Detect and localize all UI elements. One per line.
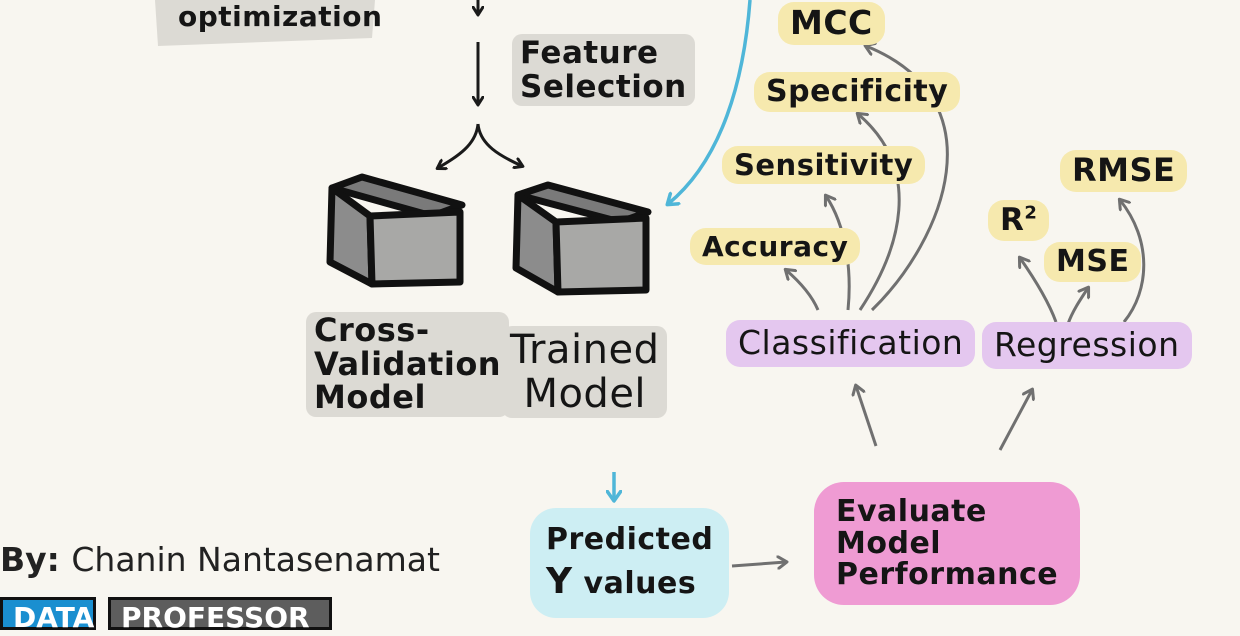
- blue-curved-arrow-icon: [668, 0, 752, 204]
- classification-label: Classification: [726, 320, 976, 367]
- author-name: Chanin Nantasenamat: [71, 540, 440, 579]
- to-r2-arrow-icon: [1020, 258, 1058, 323]
- predicted-to-evaluate-arrow-icon: [731, 562, 786, 566]
- to-specificity-arrow-icon: [858, 114, 901, 311]
- cv-model-label: Cross- Validation Model: [306, 312, 510, 417]
- split-arrow-left-icon: [438, 123, 480, 168]
- to-rmse-arrow-icon: [1120, 200, 1146, 323]
- rmse-label: RMSE: [1060, 150, 1188, 192]
- evaluate-to-regression-arrow-icon: [998, 390, 1032, 451]
- predicted-y-values-label: Predicted Y values: [530, 508, 730, 618]
- to-mse-arrow-icon: [1066, 288, 1088, 325]
- brand-data-badge: DATA: [0, 597, 96, 634]
- r2-label: R2: [988, 200, 1050, 241]
- regression-label: Regression: [982, 322, 1192, 369]
- trained-cube-icon: [512, 181, 652, 296]
- cv-cube-icon: [326, 173, 466, 288]
- specificity-label: Specificity: [754, 72, 961, 112]
- brand-professor-badge: PROFESSOR: [108, 597, 332, 634]
- optimization-highlight: [155, 0, 375, 46]
- evaluate-model-performance-label: Evaluate Model Performance: [814, 482, 1081, 605]
- trained-model-label: Trained Model: [502, 326, 668, 418]
- to-mcc-arrow-icon: [866, 46, 949, 312]
- optimization-label: optimization: [178, 0, 383, 33]
- y-symbol: Y: [546, 561, 573, 602]
- split-arrow-right-icon: [476, 123, 522, 166]
- evaluate-to-classification-arrow-icon: [856, 386, 878, 447]
- accuracy-label: Accuracy: [690, 228, 861, 266]
- sensitivity-label: Sensitivity: [722, 146, 926, 185]
- author-prefix: By:: [0, 540, 60, 579]
- author-credit: By: Chanin Nantasenamat: [0, 540, 440, 579]
- mse-label: MSE: [1044, 242, 1142, 282]
- mcc-label: MCC: [778, 2, 885, 45]
- feature-selection-label: Feature Selection: [512, 34, 695, 107]
- to-accuracy-arrow-icon: [786, 270, 820, 311]
